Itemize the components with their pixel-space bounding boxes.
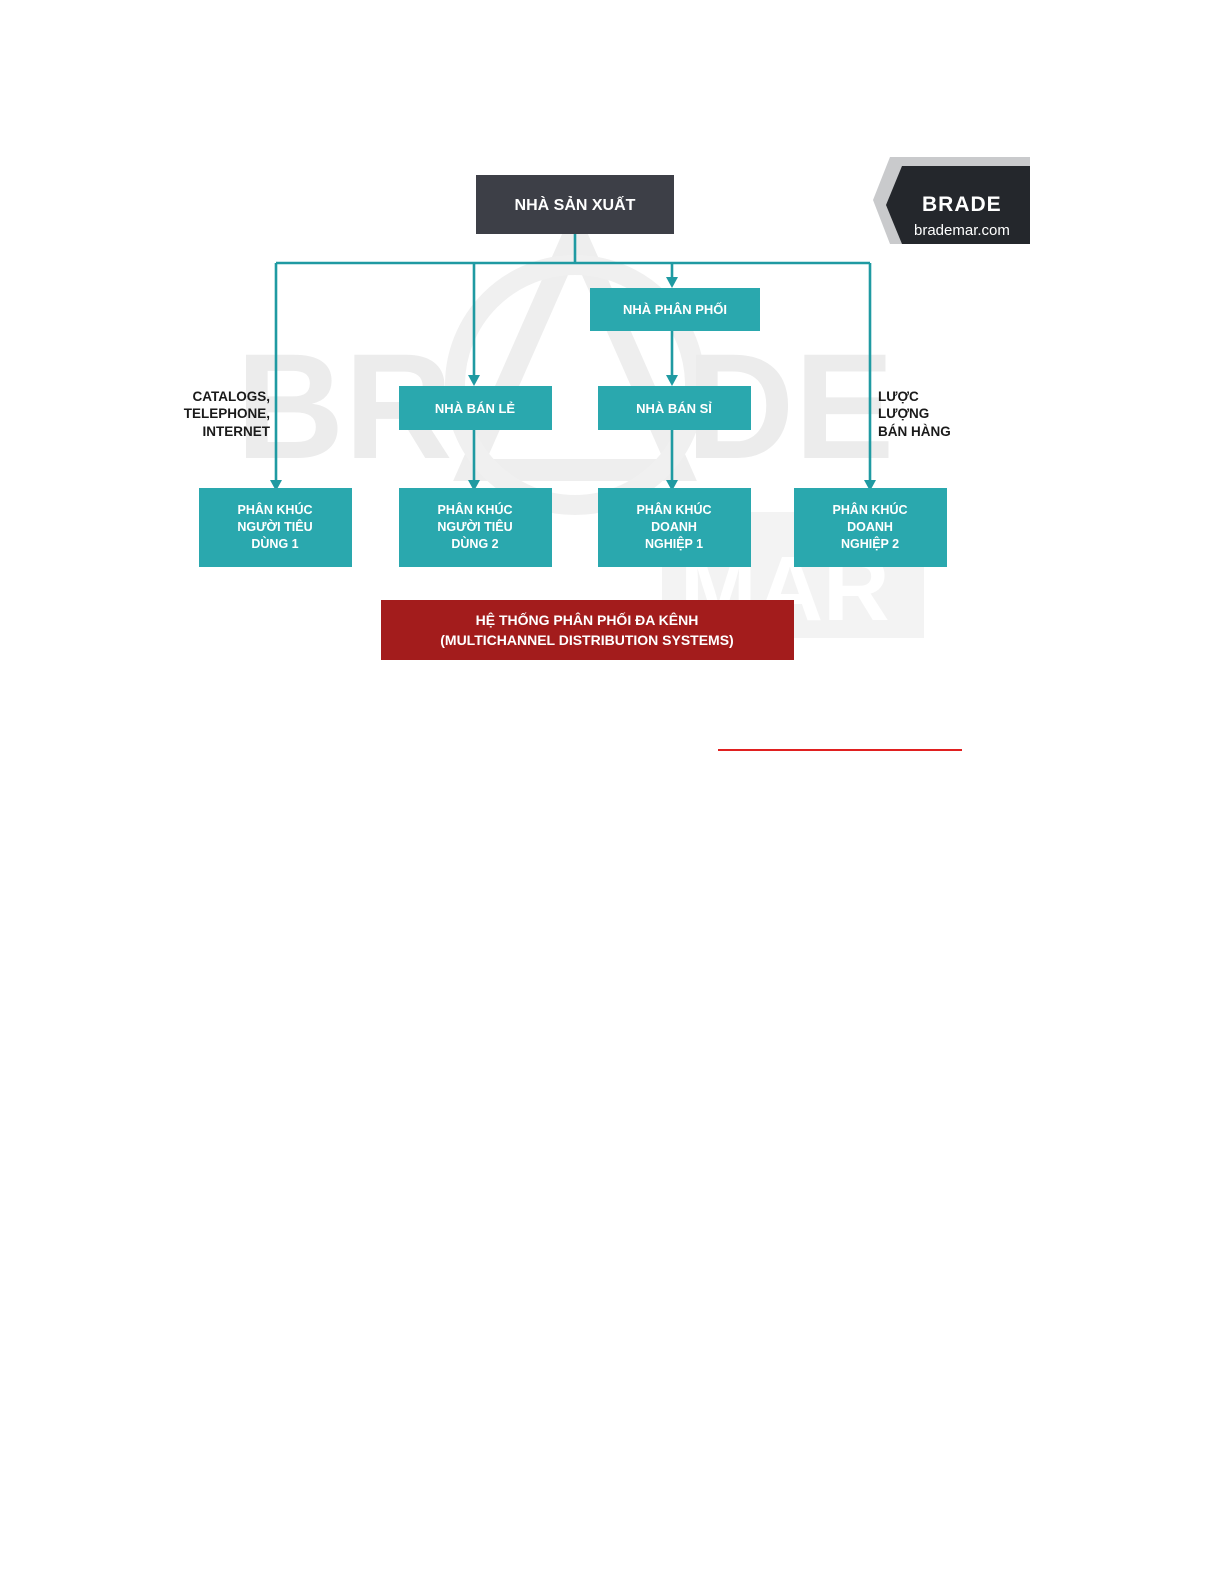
svg-text:BÁN HÀNG: BÁN HÀNG [878, 424, 951, 439]
svg-text:DOANH: DOANH [651, 520, 697, 534]
svg-text:CATALOGS,: CATALOGS, [193, 389, 271, 404]
node-wholesaler: NHÀ BÁN SỈ [598, 386, 751, 430]
svg-text:NGHIỆP 2: NGHIỆP 2 [841, 536, 899, 551]
arrow-down-icon [666, 375, 678, 386]
node-retailer: NHÀ BÁN LẺ [399, 386, 552, 430]
svg-text:LƯỢNG: LƯỢNG [878, 406, 929, 421]
watermark: BR DE MAR [236, 232, 924, 640]
logo-brand: BRADE [922, 193, 1002, 216]
svg-text:NHÀ BÁN LẺ: NHÀ BÁN LẺ [435, 401, 515, 416]
svg-text:INTERNET: INTERNET [203, 424, 271, 439]
arrow-down-icon [468, 375, 480, 386]
svg-text:TELEPHONE,: TELEPHONE, [184, 406, 270, 421]
node-producer: NHÀ SẢN XUẤT [476, 175, 674, 234]
svg-text:NGHIỆP 1: NGHIỆP 1 [645, 536, 703, 551]
svg-text:DÙNG 2: DÙNG 2 [451, 536, 498, 551]
node-segment-consumer-2: PHÂN KHÚC NGƯỜI TIÊU DÙNG 2 [399, 488, 552, 567]
link-underline[interactable] [718, 749, 962, 751]
node-segment-business-2: PHÂN KHÚC DOANH NGHIỆP 2 [794, 488, 947, 567]
arrow-down-icon [666, 277, 678, 288]
brademar-logo: BRADE brademar.com [873, 157, 1030, 244]
svg-text:DÙNG 1: DÙNG 1 [251, 536, 298, 551]
svg-text:(MULTICHANNEL DISTRIBUTION SYS: (MULTICHANNEL DISTRIBUTION SYSTEMS) [440, 632, 733, 648]
logo-site: brademar.com [914, 222, 1010, 239]
svg-text:PHÂN KHÚC: PHÂN KHÚC [438, 502, 513, 517]
svg-text:NHÀ PHÂN PHỐI: NHÀ PHÂN PHỐI [623, 302, 727, 317]
svg-text:DOANH: DOANH [847, 520, 893, 534]
side-label-left: CATALOGS, TELEPHONE, INTERNET [184, 389, 271, 439]
svg-text:NGƯỜI TIÊU: NGƯỜI TIÊU [437, 519, 512, 534]
side-label-right: LƯỢC LƯỢNG BÁN HÀNG [878, 389, 951, 439]
svg-text:NHÀ SẢN XUẤT: NHÀ SẢN XUẤT [515, 195, 636, 214]
node-segment-business-1: PHÂN KHÚC DOANH NGHIỆP 1 [598, 488, 751, 567]
svg-text:PHÂN KHÚC: PHÂN KHÚC [637, 502, 712, 517]
svg-text:NHÀ BÁN SỈ: NHÀ BÁN SỈ [636, 401, 712, 416]
caption-box: HỆ THỐNG PHÂN PHỐI ĐA KÊNH (MULTICHANNEL… [381, 600, 794, 660]
node-segment-consumer-1: PHÂN KHÚC NGƯỜI TIÊU DÙNG 1 [199, 488, 352, 567]
node-distributor: NHÀ PHÂN PHỐI [590, 288, 760, 331]
svg-text:PHÂN KHÚC: PHÂN KHÚC [833, 502, 908, 517]
svg-text:NGƯỜI TIÊU: NGƯỜI TIÊU [237, 519, 312, 534]
svg-text:PHÂN KHÚC: PHÂN KHÚC [238, 502, 313, 517]
svg-text:HỆ THỐNG PHÂN PHỐI ĐA KÊNH: HỆ THỐNG PHÂN PHỐI ĐA KÊNH [476, 611, 699, 628]
svg-text:LƯỢC: LƯỢC [878, 389, 919, 404]
